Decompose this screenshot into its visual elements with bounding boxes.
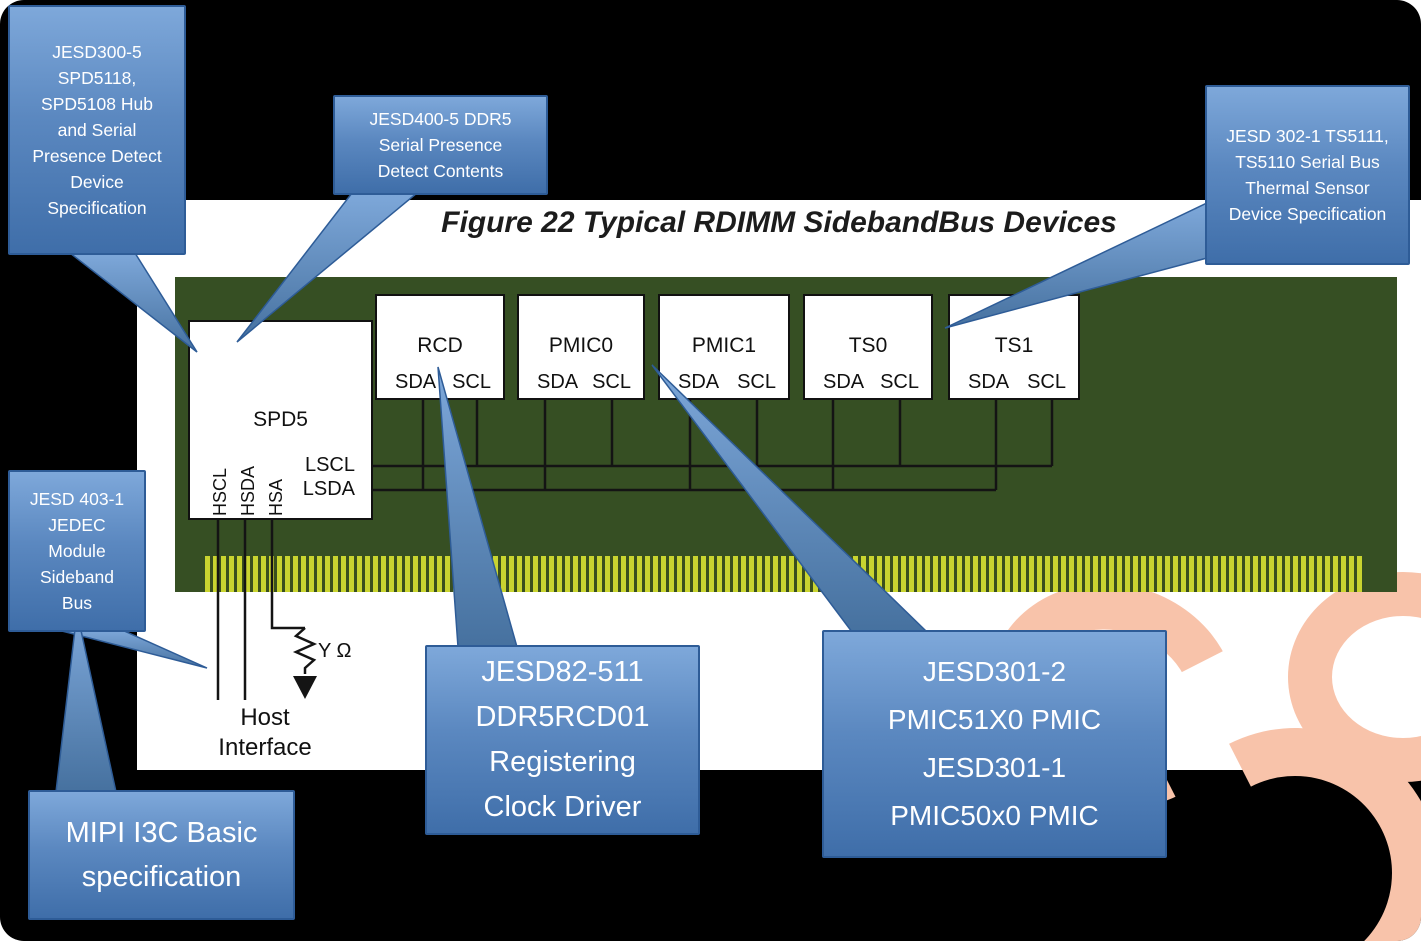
callout-jesd301: JESD301-2 PMIC51X0 PMIC JESD301-1 PMIC50… xyxy=(822,630,1167,858)
device-box-ts1: TS1 SDA SCL xyxy=(948,294,1080,400)
pin-label-scl: SCL xyxy=(592,371,631,393)
pin-label-sda: SDA xyxy=(968,371,1010,393)
device-name: TS1 xyxy=(994,334,1034,357)
callout-jesd400-5: JESD400-5 DDR5 Serial Presence Detect Co… xyxy=(333,95,548,195)
pin-label-scl: SCL xyxy=(737,371,776,393)
callout-jesd302-1: JESD 302-1 TS5111, TS5110 Serial Bus The… xyxy=(1205,85,1410,265)
device-box-pmic0: PMIC0 SDA SCL xyxy=(517,294,645,400)
device-name: PMIC1 xyxy=(691,334,757,357)
pin-label-hscl: HSCL xyxy=(210,467,230,516)
pin-label-hsa: HSA xyxy=(266,478,286,516)
pin-label-sda: SDA xyxy=(537,371,579,393)
device-name: RCD xyxy=(417,334,463,357)
device-name: PMIC0 xyxy=(548,334,614,357)
callout-jesd403-1: JESD 403-1 JEDEC Module Sideband Bus xyxy=(8,470,146,632)
callout-mipi-i3c: MIPI I3C Basic specification xyxy=(28,790,295,920)
pin-label-lscl: LSCL xyxy=(304,454,355,476)
termination-resistor-label: Y Ω xyxy=(318,640,352,662)
pin-label-sda: SDA xyxy=(823,371,865,393)
callout-jesd300-5: JESD300-5 SPD5118, SPD5108 Hub and Seria… xyxy=(8,5,186,255)
callout-tail-mipi xyxy=(55,611,117,793)
pin-label-scl: SCL xyxy=(880,371,919,393)
pin-label-sda: SDA xyxy=(395,371,437,393)
pin-label-hsda: HSDA xyxy=(238,465,258,516)
pin-label-sda: SDA xyxy=(678,371,720,393)
pin-label-scl: SCL xyxy=(1027,371,1066,393)
edge-connector-gold-fingers xyxy=(205,556,1362,592)
host-interface-label: Host Interface xyxy=(218,704,312,761)
pin-label-lsda: LSDA xyxy=(302,478,355,500)
device-box-ts0: TS0 SDA SCL xyxy=(803,294,933,400)
spd5-label: SPD5 xyxy=(253,408,308,431)
device-name: TS0 xyxy=(848,334,888,357)
spd5-hub-box: SPD5 HSCL HSDA HSA LSCL LSDA xyxy=(188,320,373,520)
device-box-pmic1: PMIC1 SDA SCL xyxy=(658,294,790,400)
callout-jesd82-511: JESD82-511 DDR5RCD01 Registering Clock D… xyxy=(425,645,700,835)
device-box-rcd: RCD SDA SCL xyxy=(375,294,505,400)
pin-label-scl: SCL xyxy=(452,371,491,393)
